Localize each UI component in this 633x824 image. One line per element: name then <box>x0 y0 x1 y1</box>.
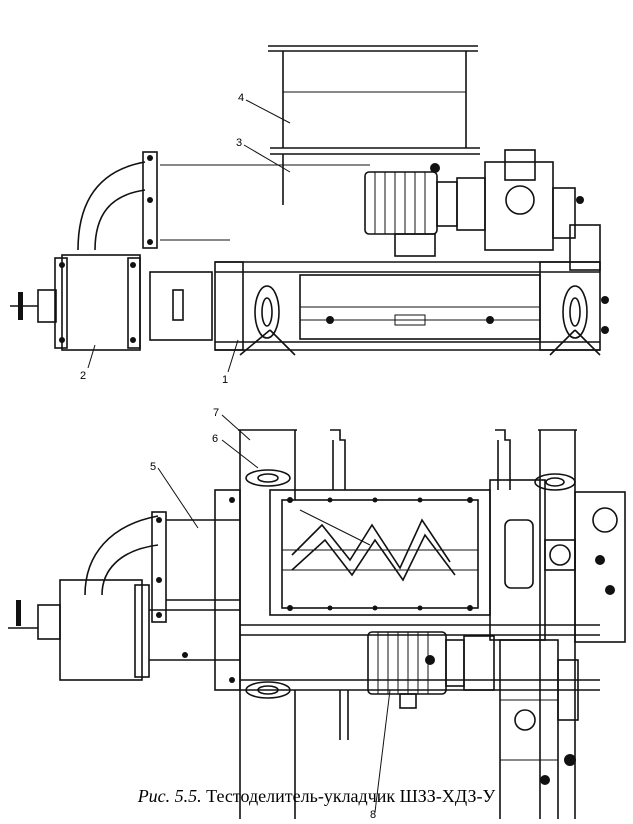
pump-body-bottom <box>8 579 240 681</box>
callout-4: 4 <box>238 92 244 104</box>
motor-top <box>364 163 486 257</box>
gearbox-top <box>484 149 601 271</box>
roller-right-bottom <box>534 473 576 491</box>
elbow-pipe-bottom <box>84 511 240 623</box>
pulley-right-top <box>549 285 609 356</box>
caption-prefix: Рис. 5.5. <box>137 786 202 806</box>
screw-housing <box>269 489 491 616</box>
callout-3: 3 <box>236 137 242 149</box>
callout-8: 8 <box>370 809 376 819</box>
callouts-bottom <box>157 414 391 813</box>
roller-left-bottom <box>245 469 291 699</box>
callout-2: 2 <box>80 370 86 382</box>
caption-title: Тестоделитель-укладчик ШЗЗ-ХДЗ-У <box>206 786 496 806</box>
motor-bottom <box>367 631 495 709</box>
bottom-view <box>8 414 626 824</box>
callout-5: 5 <box>150 461 156 473</box>
elbow-pipe <box>77 151 158 251</box>
pump-body-top <box>10 254 213 351</box>
callout-labels: 1 2 3 4 5 6 7 8 <box>80 92 376 821</box>
top-view <box>10 45 609 373</box>
callout-7: 7 <box>213 407 219 419</box>
figure-caption: Рис. 5.5. Тестоделитель-укладчик ШЗЗ-ХДЗ… <box>0 786 633 807</box>
rods <box>330 429 511 740</box>
callout-6: 6 <box>212 433 218 445</box>
dough-chamber <box>160 154 370 241</box>
pulley-left-top <box>239 285 296 356</box>
gearbox-bottom <box>489 479 626 824</box>
callout-1: 1 <box>222 374 228 386</box>
hopper <box>268 45 480 155</box>
frame-top <box>214 261 601 351</box>
callouts-top <box>87 99 291 373</box>
frame-bottom <box>214 489 600 691</box>
